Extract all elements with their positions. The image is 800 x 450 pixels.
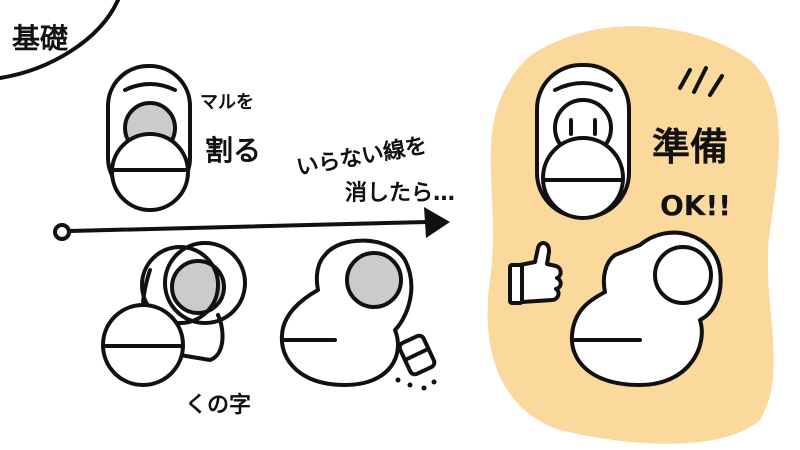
result-text-line1: 準備 xyxy=(652,125,728,169)
step1-text-line2: 割る xyxy=(205,134,261,167)
eraser-icon xyxy=(395,333,437,391)
result-text-line2: OK!! xyxy=(660,189,731,222)
step2-text-line2: 消したら… xyxy=(345,181,455,206)
arrow xyxy=(53,207,450,241)
overlapping-shapes xyxy=(101,241,247,387)
step2-text-line1: いらない線を xyxy=(295,132,430,181)
step3-label: くの字 xyxy=(185,392,251,418)
excitement-marks xyxy=(678,66,724,97)
capsule-face xyxy=(535,63,631,220)
capsule-split-circle xyxy=(106,64,192,212)
thumbs-up-icon xyxy=(508,241,563,305)
title-corner-arc xyxy=(0,0,120,80)
merged-blob xyxy=(279,238,414,387)
title: 基礎 xyxy=(12,22,68,55)
final-shape xyxy=(569,230,723,387)
step1-text-line1: マルを xyxy=(200,92,254,113)
